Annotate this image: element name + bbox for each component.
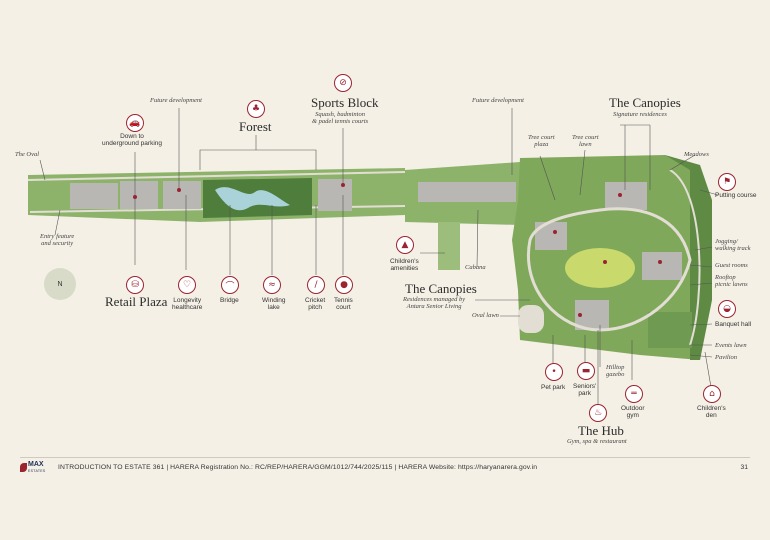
label-future-dev-2: Future development (472, 97, 524, 104)
footer-text: INTRODUCTION TO ESTATE 361 | HARERA Regi… (58, 464, 538, 471)
site-plan-map (27, 108, 719, 420)
label-the-hub: The Hub (578, 423, 624, 438)
building-banquet (648, 312, 692, 348)
perimeter-path (27, 171, 406, 181)
label-pavilion: Pavilion (715, 354, 738, 361)
oval-track (527, 207, 692, 332)
location-dots (133, 183, 662, 317)
label-seniors-park: Seniors' park (573, 383, 597, 398)
tennis-ball-icon: ● (335, 276, 353, 294)
label-future-dev-1: Future development (150, 97, 202, 104)
label-putting-course: Putting course (715, 192, 757, 199)
label-sports-block: Sports Block (311, 95, 379, 110)
bridge-icon: ⌒ (221, 276, 239, 294)
cricket-bat-icon: / (307, 276, 325, 294)
page-footer: MAX ESTATES INTRODUCTION TO ESTATE 361 |… (20, 457, 750, 480)
label-the-hub-sub: Gym, spa & restaurant (567, 438, 627, 445)
label-tree-court-plaza: Tree court plaza (528, 134, 555, 149)
car-icon: 🚗 (126, 114, 144, 132)
label-hilltop: Hilltop gazebo (606, 364, 625, 379)
golf-icon: ⚑ (718, 173, 736, 191)
house-icon: ⌂ (703, 385, 721, 403)
label-rooftop: Rooftop picnic lawns (715, 274, 748, 289)
spa-icon: ♨ (589, 404, 607, 422)
label-bridge: Bridge (220, 297, 239, 304)
label-events-lawn: Events lawn (715, 342, 747, 349)
label-canopies-top: The Canopies (609, 95, 681, 110)
label-winding-lake: Winding lake (262, 297, 286, 312)
water-icon: ≈ (263, 276, 281, 294)
logo-subtext: ESTATES (28, 469, 46, 473)
label-canopies-mid: The Canopies (405, 281, 477, 296)
label-childrens-amenities: Children's amenities (390, 258, 419, 273)
north-compass: N (44, 268, 76, 300)
bench-icon: ▬ (577, 362, 595, 380)
paw-icon: • (545, 363, 563, 381)
label-guest-rooms: Guest rooms (715, 262, 748, 269)
building-retail (70, 183, 118, 209)
label-banquet: Banquet hall (715, 321, 752, 328)
label-retail-plaza: Retail Plaza (105, 294, 168, 309)
jogging-track (669, 169, 701, 346)
label-canopies-top-sub: Signature residences (613, 111, 667, 118)
building-future (418, 182, 516, 202)
label-oval-lawn: Oval lawn (472, 312, 499, 319)
page-number: 31 (740, 464, 748, 471)
building-longevity (163, 181, 201, 209)
cabana-strip (438, 222, 460, 270)
label-pet-park: Pet park (541, 384, 566, 391)
label-childrens-den: Children's den (697, 405, 726, 420)
logo-mark (20, 463, 27, 472)
label-meadows: Meadows (684, 151, 709, 158)
label-sports-sub: Squash, badminton & padel tennis courts (312, 111, 369, 126)
logo-text: MAX (28, 461, 44, 468)
meadows-area (665, 155, 712, 360)
heart-icon: ♡ (178, 276, 196, 294)
label-down-parking: Down to underground parking (102, 133, 162, 148)
winding-lake (215, 187, 290, 211)
building-retail-2 (120, 181, 158, 209)
building-canopies-top (605, 182, 647, 210)
racket-icon: ⊘ (334, 74, 352, 92)
max-estates-logo: MAX ESTATES (20, 460, 52, 476)
label-jogging: Jogging/ walking track (715, 238, 751, 253)
tree-icon: ♣ (247, 100, 265, 118)
label-cabana: Cabana (465, 264, 486, 271)
label-the-oval: The Oval (15, 151, 40, 158)
label-entry: Entry feature and security (40, 233, 75, 248)
building-guest (642, 252, 682, 280)
dumbbell-icon: ═ (625, 385, 643, 403)
label-forest: Forest (239, 119, 272, 134)
building-sports (318, 179, 352, 211)
label-cricket: Cricket pitch (305, 297, 326, 312)
label-outdoor-gym: Outdoor gym (621, 405, 645, 420)
oval-lawn-area (518, 305, 544, 333)
play-icon: ▲ (396, 236, 414, 254)
dining-icon: ◒ (718, 300, 736, 318)
label-longevity: Longevity healthcare (172, 297, 203, 312)
label-tree-court-lawn: Tree court lawn (572, 134, 599, 149)
central-lawn (565, 248, 635, 288)
label-tennis: Tennis court (334, 297, 353, 312)
label-canopies-mid-sub: Residences managed by Antara Senior Livi… (403, 296, 466, 311)
shopping-bag-icon: ⛁ (126, 276, 144, 294)
